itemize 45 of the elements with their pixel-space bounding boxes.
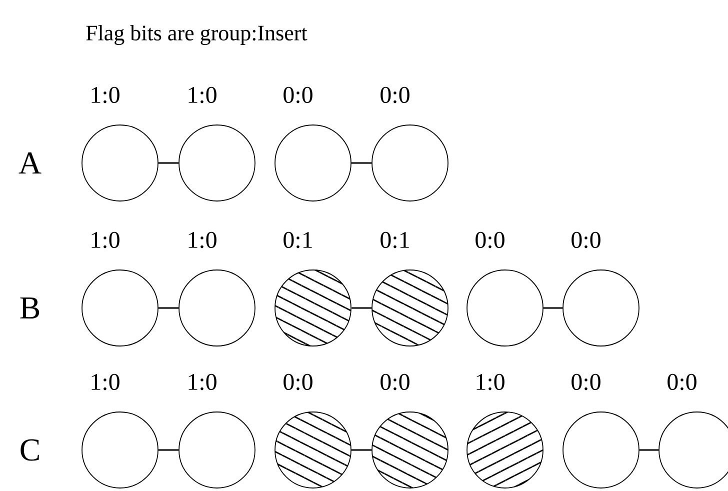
circle [562, 412, 640, 488]
connector-line [158, 449, 179, 451]
circle [372, 124, 448, 202]
circle [274, 124, 352, 202]
flag-label: 1:0 [188, 86, 216, 104]
flag-label: 0:0 [380, 374, 410, 390]
connector-line [351, 449, 372, 451]
flag-label: 1:0 [92, 86, 120, 104]
connector-line [543, 307, 563, 309]
flag-label: 0:0 [284, 374, 312, 390]
flag-label: 0:0 [572, 374, 600, 390]
flag-label: 0:0 [572, 232, 600, 248]
flag-label: 1:0 [476, 374, 504, 390]
circle [562, 270, 640, 346]
connector-line [352, 307, 372, 309]
circle [178, 270, 256, 346]
circle [82, 270, 158, 346]
flag-label: 1:0 [188, 232, 216, 248]
circle [82, 124, 158, 202]
circle [178, 124, 256, 202]
connector-line [158, 307, 179, 309]
row-letter: B [20, 297, 40, 319]
connector-line [158, 162, 179, 164]
hatched-circle [466, 412, 544, 488]
hatched-circle [274, 412, 352, 488]
circle [82, 412, 158, 488]
flag-label: 0:0 [476, 232, 504, 248]
flag-label: 0:1 [284, 232, 312, 248]
hatched-circle [372, 270, 448, 346]
flag-label: 0:0 [380, 86, 410, 104]
hatched-circle [274, 270, 352, 346]
row-letter: C [20, 439, 39, 461]
circle [466, 270, 544, 346]
title: Flag bits are group:Insert [86, 25, 308, 45]
connector-line [639, 449, 659, 451]
flag-label: 0:0 [284, 86, 312, 104]
flag-label: 1:0 [92, 374, 120, 390]
hatched-circle [372, 412, 448, 488]
flag-label: 0:1 [380, 232, 409, 248]
flag-label: 1:0 [188, 374, 216, 390]
flag-label: 0:0 [668, 374, 696, 390]
circle [178, 412, 256, 488]
connector-line [351, 162, 372, 164]
row-letter: A [18, 152, 42, 174]
flag-label: 1:0 [92, 232, 120, 248]
